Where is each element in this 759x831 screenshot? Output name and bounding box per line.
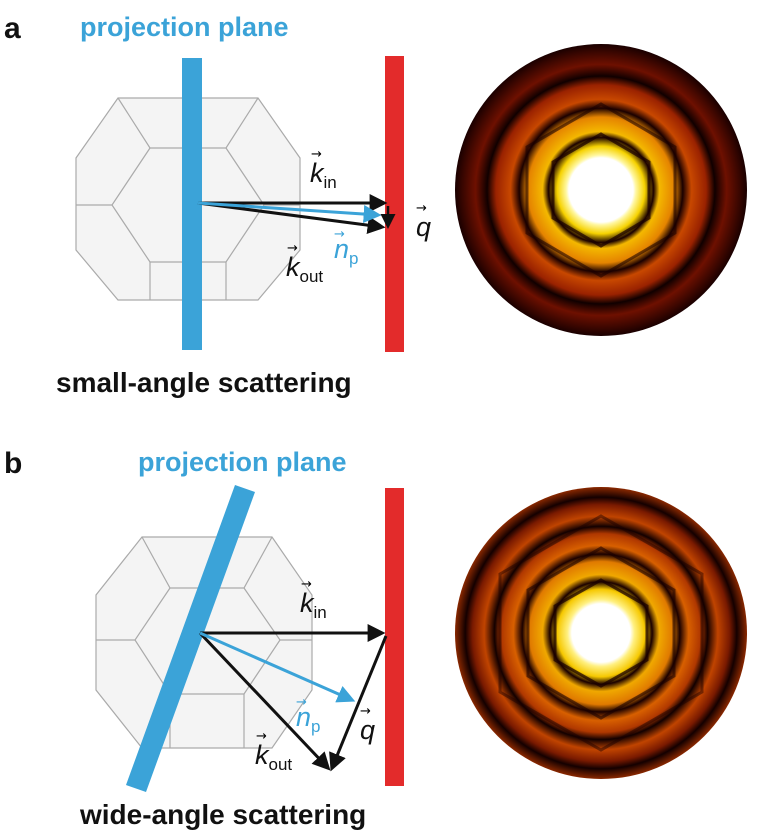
k-in-label-b: → kin <box>300 577 327 622</box>
k-in-base-a: k <box>310 158 325 188</box>
diffraction-pattern-a <box>455 44 747 336</box>
k-out-label-b: → kout <box>255 729 292 774</box>
svg-text:kout: kout <box>255 740 292 774</box>
k-out-label-a: → kout <box>286 241 323 286</box>
projection-plane-a <box>182 58 202 350</box>
detector-b <box>385 488 404 786</box>
svg-text:kin: kin <box>300 588 327 622</box>
q-arrow-glyph-a: → <box>416 201 427 216</box>
k-out-arrow-glyph-b: → <box>256 729 267 744</box>
svg-text:np: np <box>334 234 359 268</box>
k-out-sub-a: out <box>300 267 324 286</box>
q-base-a: q <box>416 212 431 242</box>
panel-b: b projection plane → kin → np <box>4 447 747 830</box>
k-out-vector-a <box>197 201 386 235</box>
n-p-sub-a: p <box>349 249 358 268</box>
n-p-arrow-glyph-b: → <box>296 695 307 710</box>
n-p-vector-a <box>197 201 382 224</box>
k-out-base-a: k <box>286 252 301 282</box>
n-p-label-b: → np <box>296 695 321 736</box>
projection-plane-b <box>126 485 255 792</box>
detector-a <box>385 56 404 352</box>
k-out-sub-b: out <box>269 755 293 774</box>
k-in-sub-b: in <box>314 603 327 622</box>
n-p-base-b: n <box>296 702 311 732</box>
k-in-arrow-glyph-b: → <box>301 577 312 592</box>
k-in-base-b: k <box>300 588 315 618</box>
caption-b: wide-angle scattering <box>79 799 366 830</box>
n-p-vector-b <box>199 631 356 703</box>
caption-a: small-angle scattering <box>56 367 352 398</box>
k-in-label-a: → kin <box>310 147 337 192</box>
q-base-b: q <box>360 715 375 745</box>
panel-letter-b: b <box>4 447 22 480</box>
k-out-vector-b <box>198 631 331 771</box>
svg-text:np: np <box>296 702 321 736</box>
projection-plane-label-b: projection plane <box>138 447 347 477</box>
projection-plane-label-a: projection plane <box>80 12 289 42</box>
diffraction-pattern-b <box>455 487 747 779</box>
n-p-label-a: → np <box>334 227 359 268</box>
q-label-b: → q <box>360 704 375 745</box>
k-in-sub-a: in <box>324 173 337 192</box>
k-out-arrow-glyph-a: → <box>287 241 298 256</box>
q-vector-b <box>329 635 388 772</box>
panel-letter-a: a <box>4 12 21 45</box>
n-p-base-a: n <box>334 234 349 264</box>
k-in-arrow-glyph-a: → <box>311 147 322 162</box>
q-label-a: → q <box>416 201 431 242</box>
n-p-arrow-glyph-a: → <box>334 227 345 242</box>
k-out-base-b: k <box>255 740 270 770</box>
svg-text:kin: kin <box>310 158 337 192</box>
panel-a: a projection plane → kin → kout <box>4 12 747 398</box>
n-p-sub-b: p <box>311 717 320 736</box>
svg-text:kout: kout <box>286 252 323 286</box>
q-arrow-glyph-b: → <box>360 704 371 719</box>
